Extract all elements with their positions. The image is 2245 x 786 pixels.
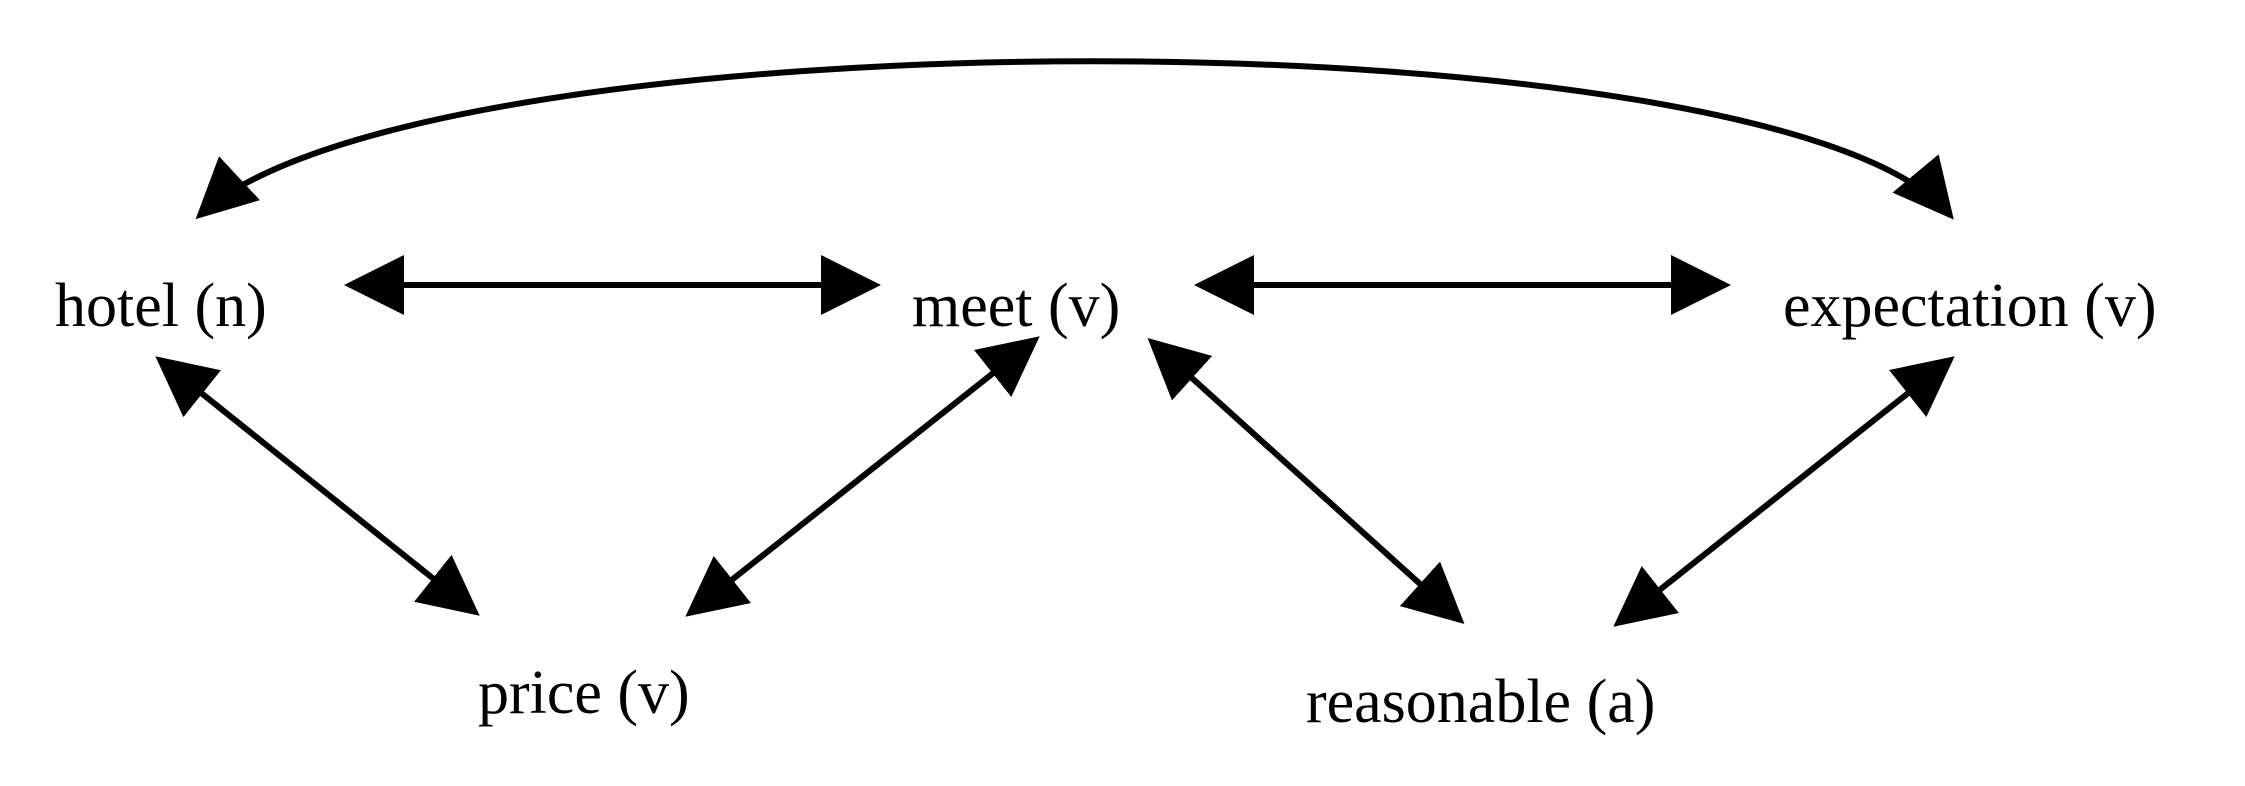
node-reasonable: reasonable (a) xyxy=(1306,668,1655,736)
edge-hotel-price xyxy=(155,356,480,616)
node-expectation: expectation (v) xyxy=(1783,272,2157,340)
edge-hotel-expectation xyxy=(195,58,1954,220)
node-price: price (v) xyxy=(478,659,690,727)
edges-group xyxy=(155,58,1955,627)
node-hotel: hotel (n) xyxy=(55,272,267,340)
edge-expectation-reasonable xyxy=(1613,356,1955,627)
edge-meet-reasonable xyxy=(1147,337,1465,625)
nodes-group: hotel (n) meet (v) expectation (v) price… xyxy=(55,272,2157,736)
node-meet: meet (v) xyxy=(912,272,1120,340)
edge-meet-price xyxy=(685,336,1040,617)
